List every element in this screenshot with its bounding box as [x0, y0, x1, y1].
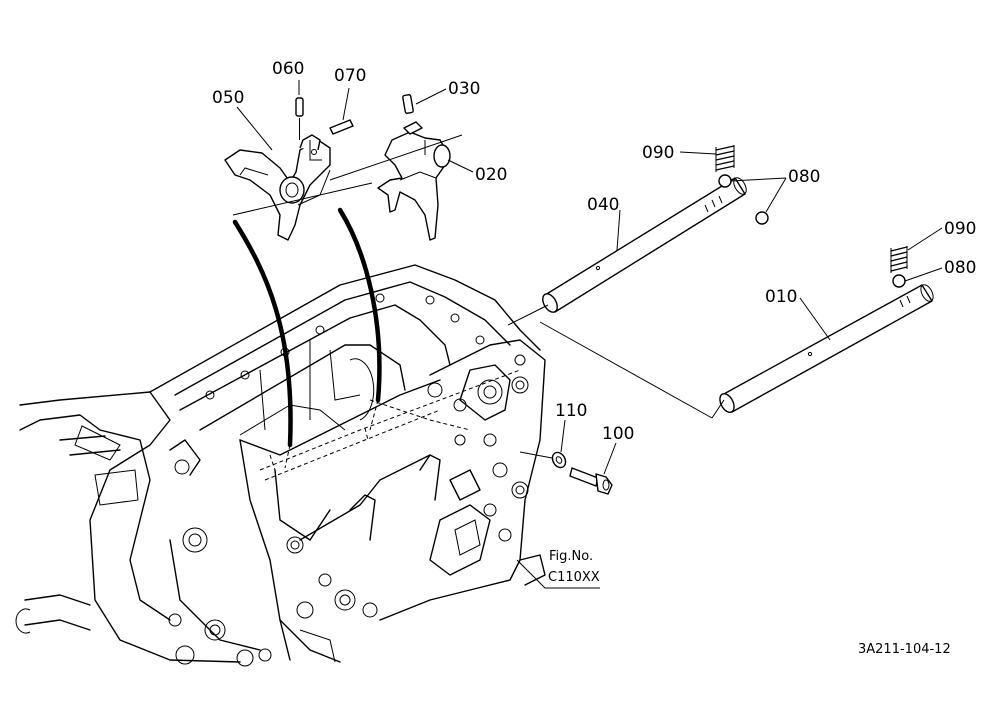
fig-ref-label: Fig.No. [549, 549, 593, 564]
washer-110 [551, 451, 567, 469]
callout-080-lower: 080 [944, 258, 976, 278]
callout-050: 050 [212, 88, 244, 108]
shift-rod-040 [542, 177, 747, 313]
bolt-100 [569, 467, 613, 495]
leader-lines [232, 80, 943, 589]
ball-080-lower [892, 274, 906, 288]
callout-010: 010 [765, 287, 797, 307]
callout-100: 100 [602, 424, 634, 444]
callout-090-upper: 090 [642, 143, 674, 163]
drawing-number: 3A211-104-12 [858, 642, 951, 657]
callout-060: 060 [272, 59, 304, 79]
cable-right [337, 207, 382, 403]
callout-110: 110 [555, 401, 587, 421]
callout-070: 070 [334, 66, 366, 86]
shift-fork-020 [377, 121, 451, 241]
pin-060 [295, 97, 304, 140]
ball-080-upper [718, 174, 769, 225]
pin-030 [402, 94, 414, 114]
callout-040: 040 [587, 195, 619, 215]
shift-fork-050 [224, 134, 331, 241]
fig-ref-number: C110XX [548, 570, 600, 585]
shift-rod-010 [719, 284, 934, 413]
transmission-case [15, 264, 546, 667]
pin-070 [329, 119, 354, 135]
callout-020: 020 [475, 165, 507, 185]
cable-left [232, 219, 293, 448]
callout-080-upper: 080 [788, 167, 820, 187]
callout-090-lower: 090 [944, 219, 976, 239]
callout-030: 030 [448, 79, 480, 99]
spring-090-upper [715, 145, 735, 172]
spring-090-lower [890, 246, 908, 273]
